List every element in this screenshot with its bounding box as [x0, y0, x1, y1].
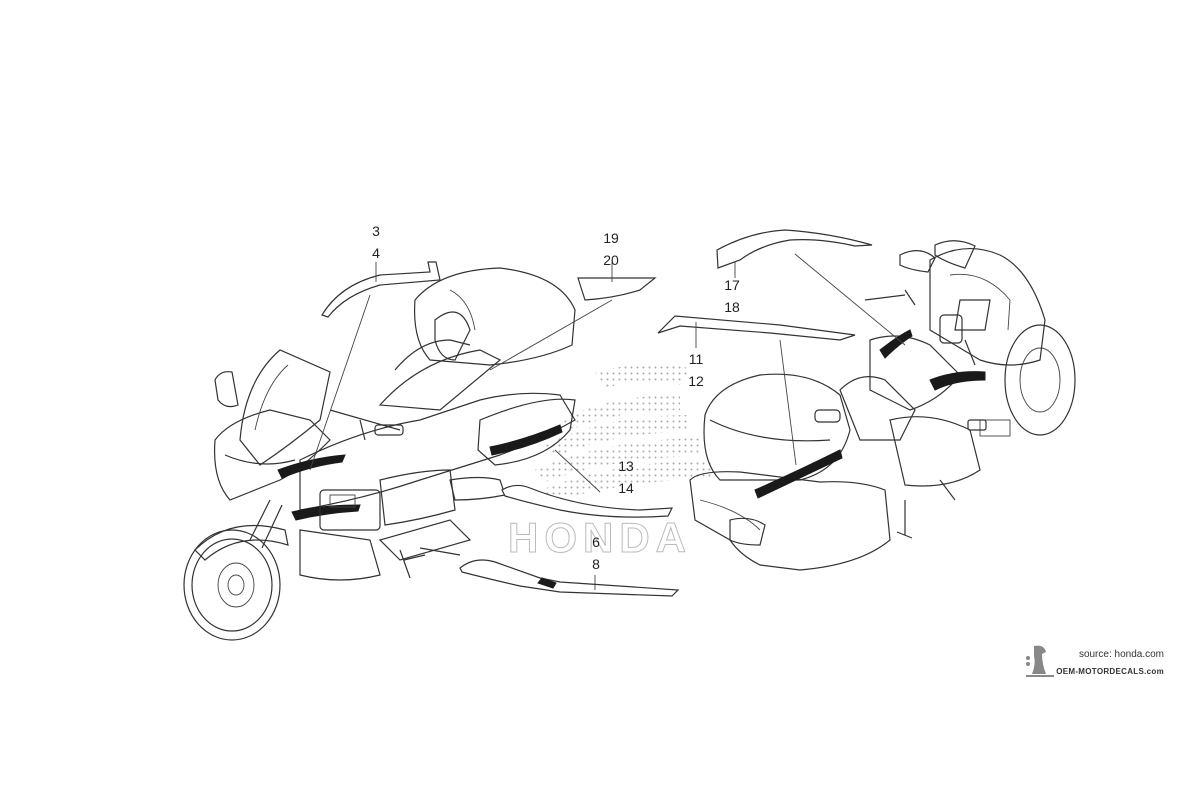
callout-number: 13 — [618, 458, 634, 474]
source-credit: source: honda.com — [1078, 649, 1164, 660]
callout-number: 4 — [372, 245, 380, 261]
decal-6-8 — [459, 559, 680, 597]
callout-number: 20 — [603, 252, 619, 268]
honda-wing-watermark: HONDA — [508, 364, 712, 562]
decal-pieces — [321, 229, 873, 597]
callout-3-4: 3 4 — [356, 220, 396, 264]
right-motorcycle-illustration — [689, 240, 1076, 571]
brand-credit: OEM-MOTORDECALS.com — [1056, 667, 1164, 676]
callout-17-18: 17 18 — [712, 274, 752, 318]
callout-number: 6 — [592, 534, 600, 550]
callout-number: 19 — [603, 230, 619, 246]
callout-number: 11 — [688, 351, 704, 367]
callout-11-12: 11 12 — [676, 348, 716, 392]
callout-number: 3 — [372, 223, 380, 239]
callout-13-14: 13 14 — [606, 455, 646, 499]
honda-watermark-text: HONDA — [508, 514, 692, 561]
callout-6-8: 6 8 — [576, 531, 616, 575]
oem-motordecals-logo-icon — [1026, 645, 1054, 677]
callout-number: 8 — [592, 556, 600, 572]
decal-19-20 — [577, 277, 657, 301]
leader-lines — [309, 253, 906, 590]
callout-number: 12 — [688, 373, 704, 389]
callout-19-20: 19 20 — [591, 227, 631, 271]
decal-3-4 — [321, 261, 441, 318]
callout-number: 18 — [724, 299, 740, 315]
decal-17-18 — [716, 229, 873, 269]
decal-11-12 — [657, 315, 856, 341]
callout-number: 14 — [618, 480, 634, 496]
callout-number: 17 — [724, 277, 740, 293]
decal-13-14 — [501, 484, 674, 518]
